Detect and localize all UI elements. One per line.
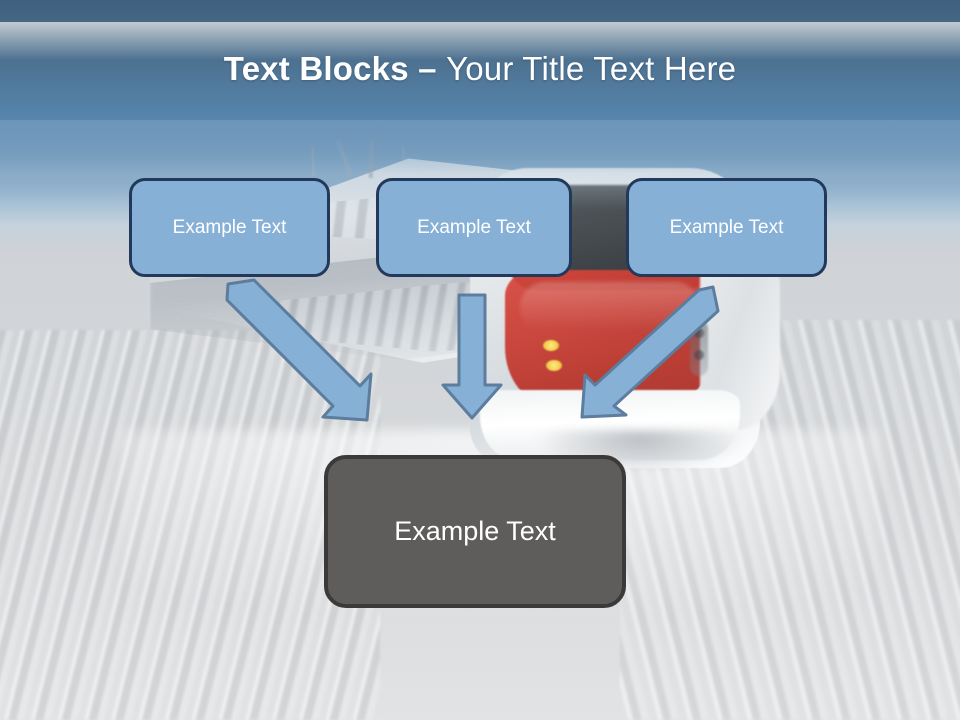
train-headlight-lower: [546, 360, 562, 371]
title-bold-part: Text Blocks –: [223, 50, 447, 87]
text-block-1[interactable]: Example Text: [129, 178, 330, 277]
text-block-1-label: Example Text: [172, 216, 287, 238]
arrow-diagonal-down-left-icon: [572, 281, 722, 421]
text-block-result-label: Example Text: [394, 516, 556, 546]
train-headlight-upper: [543, 340, 559, 351]
text-block-2[interactable]: Example Text: [376, 178, 572, 277]
text-block-3-label: Example Text: [669, 216, 784, 238]
arrow-down-icon: [440, 293, 504, 421]
text-block-3[interactable]: Example Text: [626, 178, 827, 277]
page-title: Text Blocks – Your Title Text Here: [0, 50, 960, 88]
text-block-result[interactable]: Example Text: [324, 455, 626, 608]
arrow-diagonal-down-right-icon: [220, 278, 380, 425]
title-regular-part: Your Title Text Here: [446, 50, 737, 87]
text-block-2-label: Example Text: [417, 216, 531, 238]
